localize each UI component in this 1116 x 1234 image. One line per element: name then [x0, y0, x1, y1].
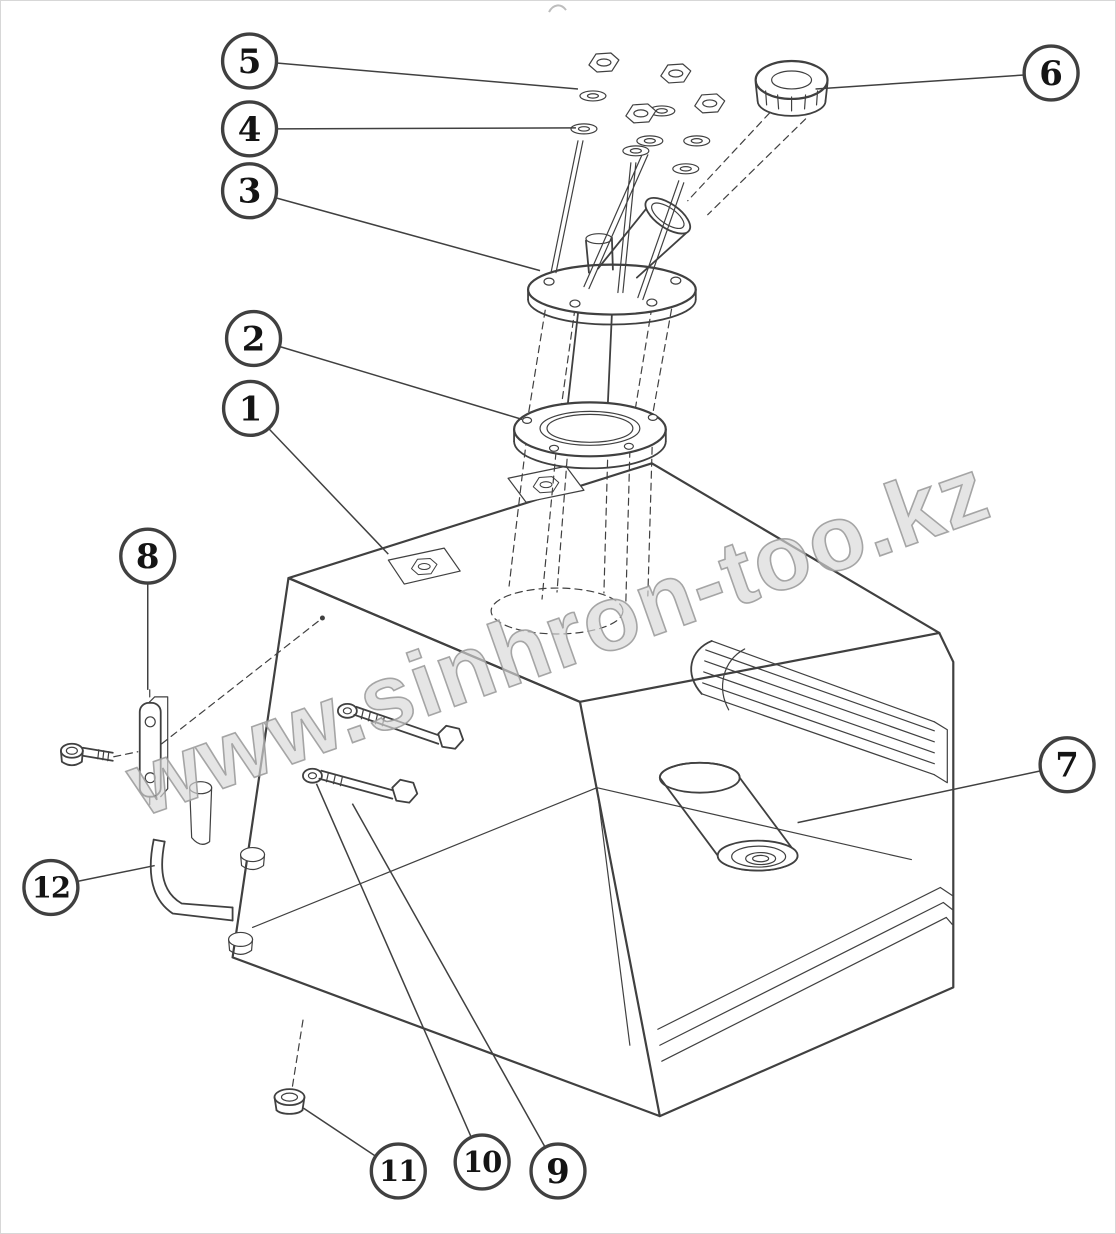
callout-8: 8 [119, 527, 177, 585]
breather-cap [754, 59, 829, 117]
washer-icon [672, 163, 700, 175]
leader-2 [279, 345, 523, 421]
tube-below-flange [567, 312, 613, 404]
svg-text:7: 7 [1055, 746, 1079, 786]
leader-7 [797, 769, 1042, 824]
angled-filler-neck [597, 196, 692, 279]
vertical-tube [585, 233, 614, 274]
svg-text:11: 11 [379, 1154, 417, 1188]
hex-boss-upper [239, 846, 266, 871]
side-pipe-stub [189, 781, 213, 845]
callout-4: 4 [220, 100, 279, 158]
callout-1: 1 [221, 379, 280, 438]
tank-body [189, 462, 955, 1118]
leader-3 [275, 197, 541, 272]
scan-artifact [548, 4, 567, 13]
plug-axis [291, 1016, 305, 1087]
knurl-lines [765, 90, 819, 112]
svg-text:3: 3 [238, 172, 262, 212]
svg-text:10: 10 [463, 1145, 501, 1179]
flange-plate [526, 263, 697, 316]
svg-text:12: 12 [32, 870, 70, 904]
sight-gauge [138, 696, 169, 798]
leader-11 [303, 1107, 376, 1157]
studs [550, 140, 685, 301]
bolt-shaft [318, 769, 396, 800]
bolt-head [391, 778, 419, 804]
washer-icon [622, 145, 650, 157]
tank-right-face [658, 631, 955, 1118]
nut-icon [625, 103, 657, 124]
callout-9: 9 [529, 1142, 587, 1200]
callout-3: 3 [220, 162, 279, 220]
drain-plug [273, 1088, 306, 1115]
nut-icon [694, 93, 726, 114]
svg-text:8: 8 [136, 537, 160, 577]
leader-1 [267, 427, 389, 555]
tank-interior-corner [596, 787, 631, 1046]
callout-7: 7 [1038, 736, 1096, 794]
bottom-cooling-fins [657, 886, 953, 1062]
washer-icon [683, 135, 711, 147]
svg-text:9: 9 [546, 1152, 570, 1192]
washer-icon [302, 767, 323, 784]
side-channel-ribs [690, 640, 948, 784]
callout-11: 11 [369, 1142, 427, 1200]
svg-text:2: 2 [242, 319, 266, 359]
gauge-to-tank-line [161, 617, 324, 745]
leader-9 [351, 803, 546, 1148]
callout-2: 2 [224, 309, 283, 368]
callout-6: 6 [1022, 44, 1080, 102]
gauge-anchor-dot [319, 615, 325, 621]
mounting-bolts [302, 702, 465, 804]
leader-4 [276, 127, 576, 130]
hex-boss-lower [227, 931, 254, 955]
stud-hardware [550, 52, 726, 301]
gauge-bolt [59, 742, 114, 767]
filler-hole-hidden [490, 587, 624, 635]
filter-element [658, 761, 799, 872]
mounting-ring [512, 401, 667, 470]
callout-5: 5 [220, 32, 279, 90]
filler-tube-flange [526, 196, 697, 404]
svg-text:4: 4 [238, 110, 262, 150]
svg-text:5: 5 [238, 42, 262, 82]
watermark: www.sinhron-too.kz [114, 438, 1002, 837]
nut-icon [660, 63, 692, 84]
nut-icon [588, 52, 620, 73]
svg-text:6: 6 [1039, 54, 1063, 94]
bracket [149, 838, 234, 922]
washer-icon [579, 90, 607, 102]
gauge-bolt-axis [113, 751, 139, 758]
leader-10 [315, 783, 472, 1138]
leader-6 [815, 74, 1025, 90]
washer-icon [336, 702, 358, 719]
bolt-head [437, 724, 465, 750]
leader-lines [76, 62, 1042, 1157]
callout-10: 10 [453, 1133, 511, 1191]
callout-12: 12 [22, 858, 80, 917]
projection-lines [113, 112, 807, 1087]
washer-icon [636, 135, 664, 147]
leader-5 [276, 62, 579, 90]
svg-text:1: 1 [239, 389, 263, 429]
tank-interior-floor [251, 787, 912, 929]
breather-axis [687, 112, 807, 216]
washer-icon [570, 123, 598, 135]
callouts: 1 2 3 4 5 6 7 8 [22, 32, 1096, 1200]
leader-12 [76, 864, 155, 883]
